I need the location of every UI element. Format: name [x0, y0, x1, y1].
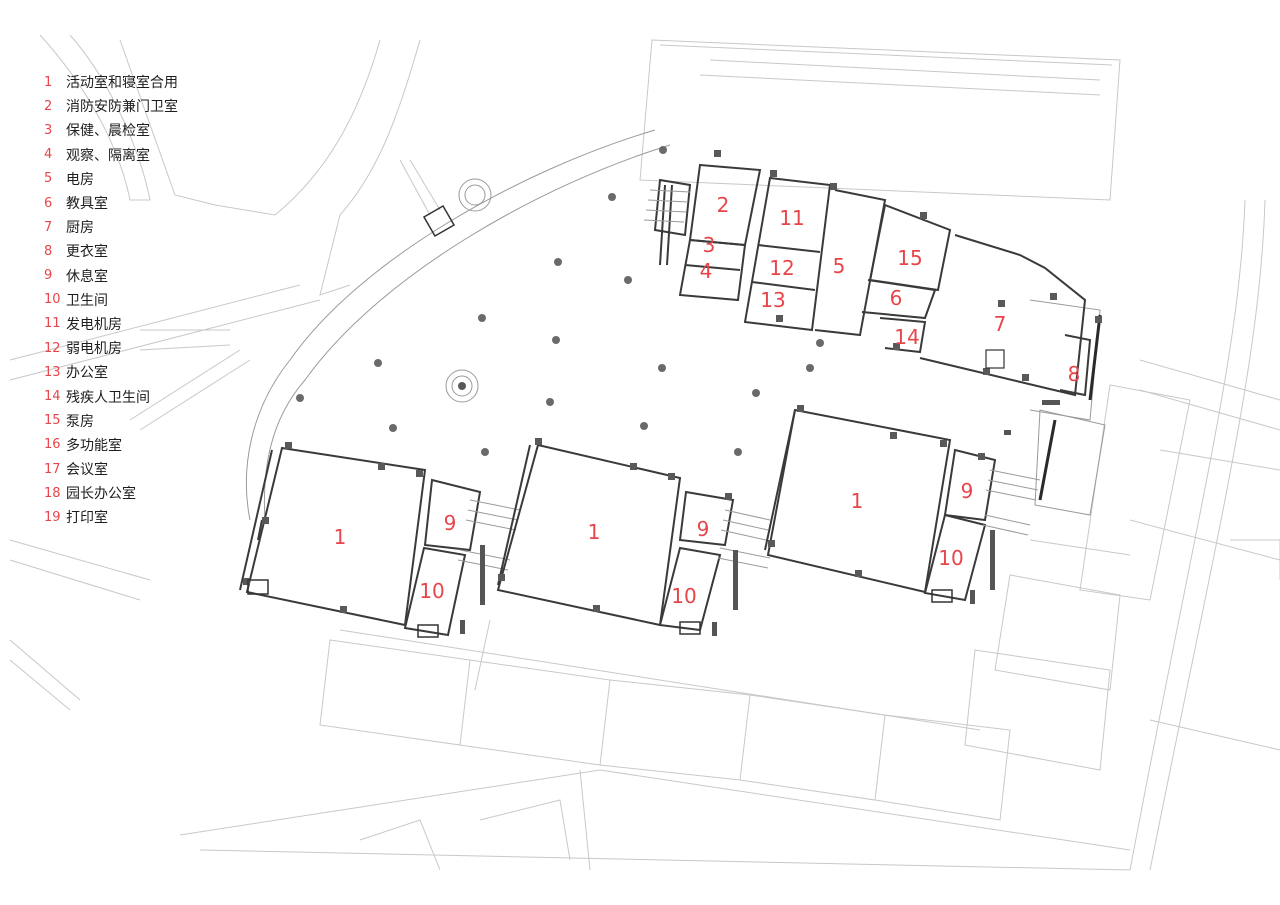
legend-item-label: 发电机房 — [66, 316, 122, 333]
legend-item: 19 打印室 — [44, 505, 254, 529]
room-label-10-middle: 10 — [671, 584, 696, 608]
legend-item-number: 2 — [44, 98, 53, 114]
legend-item-number: 11 — [44, 316, 61, 332]
legend-item-label: 卫生间 — [66, 292, 108, 309]
legend-item: 16 多功能室 — [44, 433, 254, 457]
room-label-10-west: 10 — [419, 579, 444, 603]
legend-item: 5 电房 — [44, 167, 254, 191]
room-label-2: 2 — [717, 193, 730, 217]
room-label-7: 7 — [994, 312, 1007, 336]
legend-item: 2 消防安防兼门卫室 — [44, 94, 254, 118]
legend-item: 8 更衣室 — [44, 239, 254, 263]
room-label-9-west: 9 — [444, 511, 457, 535]
site-context-lines — [9, 34, 1280, 871]
courtyard-features — [422, 178, 492, 403]
room-label-9-east: 9 — [961, 479, 974, 503]
legend-item-number: 14 — [44, 389, 61, 405]
legend-item-number: 17 — [44, 461, 61, 477]
legend-item: 6 教具室 — [44, 191, 254, 215]
legend-item-label: 园长办公室 — [66, 486, 136, 503]
room-labels: 2 11 3 12 5 15 4 13 6 7 14 8 1 9 10 1 9 … — [334, 193, 1081, 608]
room-label-1-east: 1 — [851, 489, 864, 513]
legend-item-label: 残疾人卫生间 — [66, 389, 150, 406]
legend-item-label: 多功能室 — [66, 437, 122, 454]
legend-item-number: 9 — [44, 268, 53, 284]
legend-item-number: 15 — [44, 413, 61, 429]
legend-item-number: 12 — [44, 340, 61, 356]
legend-item: 18 园长办公室 — [44, 481, 254, 505]
legend-item: 13 办公室 — [44, 360, 254, 384]
legend-item-number: 8 — [44, 243, 53, 259]
room-label-13: 13 — [760, 288, 785, 312]
legend-item: 14 残疾人卫生间 — [44, 384, 254, 408]
room-label-8: 8 — [1068, 362, 1081, 386]
classroom-block-west — [239, 442, 521, 638]
room-label-9-middle: 9 — [697, 517, 710, 541]
legend-item: 17 会议室 — [44, 457, 254, 481]
room-label-15: 15 — [897, 246, 922, 270]
legend-item-label: 会议室 — [66, 462, 108, 479]
legend-item: 10 卫生间 — [44, 288, 254, 312]
room-legend: 1 活动室和寝室合用 2 消防安防兼门卫室 3 保健、晨检室 4 观察、隔离室 5 电房 6 教具室 7… — [44, 70, 254, 530]
legend-item-number: 19 — [44, 509, 61, 525]
legend-item-label: 教具室 — [66, 196, 108, 213]
legend-item: 3 保健、晨检室 — [44, 118, 254, 142]
legend-item-label: 保健、晨检室 — [66, 123, 150, 140]
legend-item-label: 泵房 — [66, 413, 94, 430]
legend-item-number: 5 — [44, 171, 53, 187]
legend-item-number: 13 — [44, 364, 61, 380]
legend-item-number: 4 — [44, 147, 53, 163]
legend-item-label: 活动室和寝室合用 — [66, 75, 178, 92]
legend-item-label: 电房 — [66, 171, 94, 188]
room-label-5: 5 — [833, 254, 846, 278]
legend-item-label: 打印室 — [66, 510, 108, 527]
legend-item: 4 观察、隔离室 — [44, 143, 254, 167]
legend-item: 7 厨房 — [44, 215, 254, 239]
room-label-11: 11 — [779, 206, 804, 230]
legend-item-label: 办公室 — [66, 365, 108, 382]
room-label-4: 4 — [700, 259, 713, 283]
legend-item-label: 观察、隔离室 — [66, 147, 150, 164]
legend-item: 11 发电机房 — [44, 312, 254, 336]
room-label-12: 12 — [769, 256, 794, 280]
legend-item: 12 弱电机房 — [44, 336, 254, 360]
legend-item-number: 18 — [44, 485, 61, 501]
room-label-10-east: 10 — [938, 546, 963, 570]
classroom-block-east — [764, 405, 1041, 604]
legend-item: 1 活动室和寝室合用 — [44, 70, 254, 94]
legend-item-label: 消防安防兼门卫室 — [66, 99, 178, 116]
room-label-1-west: 1 — [334, 525, 347, 549]
legend-item-label: 弱电机房 — [66, 341, 122, 358]
legend-item-number: 10 — [44, 292, 61, 308]
legend-item-label: 厨房 — [66, 220, 94, 237]
room-label-3: 3 — [703, 233, 716, 257]
classroom-block-middle — [496, 438, 771, 636]
legend-item-number: 1 — [44, 74, 53, 90]
courtyard-columns — [296, 146, 824, 456]
legend-item-number: 3 — [44, 122, 53, 138]
room-label-6: 6 — [890, 286, 903, 310]
legend-item-label: 更衣室 — [66, 244, 108, 261]
legend-item-label: 休息室 — [66, 268, 108, 285]
legend-item: 9 休息室 — [44, 264, 254, 288]
legend-item-number: 16 — [44, 437, 61, 453]
room-label-14: 14 — [894, 325, 919, 349]
north-service-block — [643, 150, 1102, 501]
legend-item-number: 7 — [44, 219, 53, 235]
legend-item-number: 6 — [44, 195, 53, 211]
legend-item: 15 泵房 — [44, 409, 254, 433]
room-label-1-middle: 1 — [588, 520, 601, 544]
